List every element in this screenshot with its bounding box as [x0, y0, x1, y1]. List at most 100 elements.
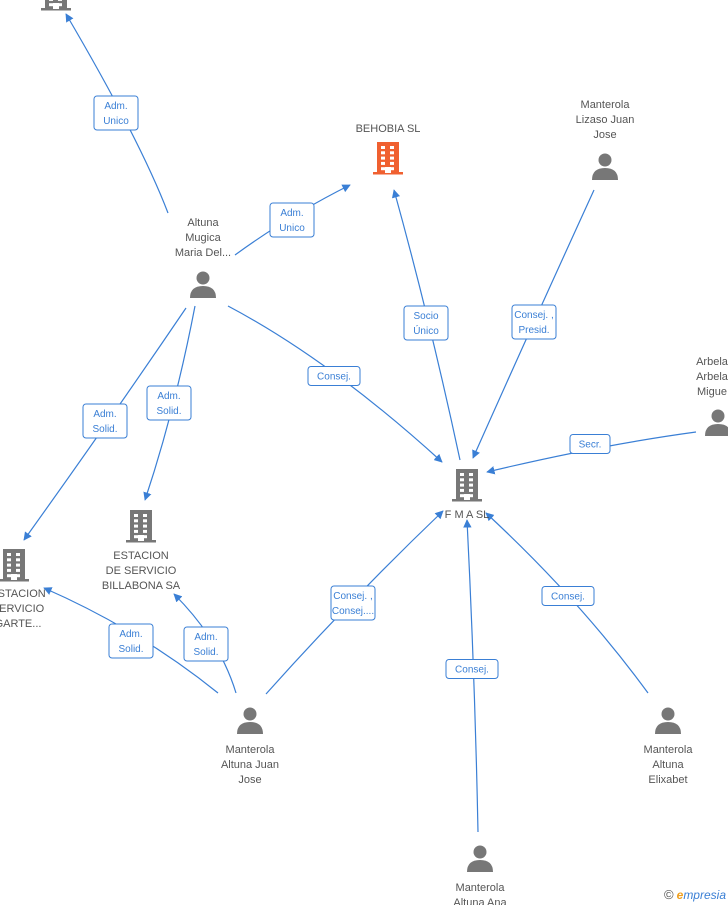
node-label: F M A SL [445, 509, 490, 521]
node-label: BEHOBIA SL [356, 123, 421, 135]
person-icon [467, 845, 493, 872]
node-billabona[interactable]: ESTACION DE SERVICIO BILLABONA SA [102, 510, 181, 592]
edge-arbela-to-fmasl: Secr. [486, 431, 697, 475]
node-label: Altuna [652, 759, 684, 771]
node-label: BILLABONA SA [102, 580, 181, 592]
building-icon [373, 142, 403, 175]
edge-label-box[interactable] [403, 305, 449, 341]
edge-label-box[interactable] [108, 623, 154, 659]
person-icon [655, 707, 681, 734]
edge-label-text: Secr. [579, 440, 602, 451]
brand-first-letter: e [676, 888, 684, 902]
node-label: Jose [593, 129, 616, 141]
edge-label-text: Consej. , [514, 310, 553, 321]
node-label: GARTE... [0, 618, 41, 630]
edge-label-text: Socio [413, 311, 438, 322]
edge-altuna_mugica-to-behobia: Adm. Unico [234, 184, 351, 256]
edge-label-text: Adm. [280, 208, 303, 219]
node-label: SERVICIO [0, 603, 45, 615]
person-icon [190, 271, 216, 298]
edge-label-text: Unico [279, 223, 305, 234]
node-label: Elixabet [648, 774, 687, 786]
node-label: Mugica [185, 232, 221, 244]
node-label: Migue [697, 386, 727, 398]
node-label: Manterola [644, 744, 694, 756]
empresia-logo[interactable]: ©empresia [664, 887, 726, 902]
edge-juan_jose-to-fmasl: Consej. , Consej.... [265, 510, 444, 695]
edge-label-text: Consej. , [333, 591, 372, 602]
edge-label-box[interactable] [569, 434, 611, 454]
node-label: Manterola [581, 99, 631, 111]
edge-label-text: Solid. [156, 406, 181, 417]
edge-juan_jose-to-billabona: Adm. Solid. [173, 593, 237, 694]
edge-elixabet-to-fmasl: Consej. [485, 512, 649, 694]
edge-label-text: Consej. [317, 372, 351, 383]
node-label: Jose [238, 774, 261, 786]
node-label: Arbela [696, 356, 728, 368]
edge-label-box[interactable] [511, 304, 557, 340]
edge-altuna_mugica-to-fmasl: Consej. [227, 305, 443, 463]
copyright-symbol: © [664, 887, 674, 902]
node-label: Altuna [187, 217, 219, 229]
edge-label-box[interactable] [541, 586, 595, 606]
node-label: Manterola [226, 744, 276, 756]
node-label: Manterola [456, 882, 506, 894]
edge-label-text: Consej. [551, 592, 585, 603]
building-icon [0, 549, 29, 582]
edge-label-box[interactable] [445, 659, 499, 679]
building-icon [126, 510, 156, 543]
edge-label-box[interactable] [269, 202, 315, 238]
edge-juan_jose-to-estacion_left: Adm. Solid. [43, 587, 219, 694]
node-label: Arbela [696, 371, 728, 383]
edge-label-box[interactable] [330, 585, 376, 621]
node-behobia[interactable]: BEHOBIA SL [356, 123, 421, 175]
edge-label-text: Adm. [194, 632, 217, 643]
building-icon [41, 0, 71, 11]
edge-lizaso-to-fmasl: Consej. , Presid. [472, 189, 595, 459]
edge-ana-to-fmasl: Consej. [445, 519, 499, 833]
edge-label-text: Solid. [193, 647, 218, 658]
edge-label-text: Solid. [92, 424, 117, 435]
edge-label-box[interactable] [82, 403, 128, 439]
person-icon [705, 409, 728, 436]
edge-label-text: Solid. [118, 644, 143, 655]
edge-label-text: Consej.... [332, 606, 374, 617]
node-label: Lizaso Juan [576, 114, 635, 126]
edge-label-box[interactable] [93, 95, 139, 131]
building-icon [452, 469, 482, 502]
node-top_company[interactable] [41, 0, 71, 11]
node-label: ESTACION [0, 588, 46, 600]
edge-altuna_mugica-to-top_company: Adm. Unico [65, 13, 169, 214]
person-icon [237, 707, 263, 734]
edge-label-text: Consej. [455, 665, 489, 676]
edge-label-text: Presid. [518, 325, 549, 336]
edge-label-text: Adm. [93, 409, 116, 420]
node-estacion_left[interactable]: ESTACION SERVICIO GARTE... [0, 549, 46, 630]
edge-label-box[interactable] [183, 626, 229, 662]
edge-label-text: Unico [103, 116, 129, 127]
node-label: Maria Del... [175, 247, 231, 259]
edge-label-text: Único [413, 324, 439, 337]
edge-label-text: Adm. [119, 629, 142, 640]
edge-label-box[interactable] [146, 385, 192, 421]
node-label: Altuna Ana [453, 897, 507, 905]
edge-label-text: Adm. [104, 101, 127, 112]
person-icon [592, 153, 618, 180]
edge-label-box[interactable] [307, 366, 361, 386]
edge-altuna_mugica-to-estacion_left: Adm. Solid. [23, 307, 187, 541]
node-fmasl[interactable]: F M A SL [445, 469, 490, 521]
node-label: Altuna Juan [221, 759, 279, 771]
node-label: ESTACION [113, 550, 168, 562]
edge-altuna_mugica-to-billabona: Adm.Solid. [143, 305, 196, 501]
node-label: DE SERVICIO [106, 565, 177, 577]
